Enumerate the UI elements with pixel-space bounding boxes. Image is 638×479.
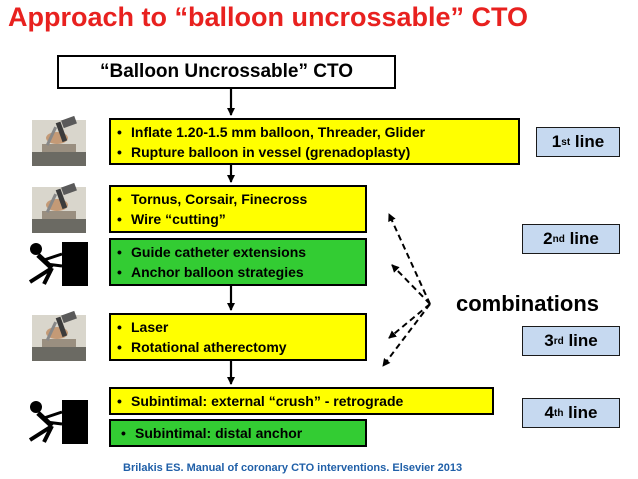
step-box-6: Subintimal: distal anchor — [109, 419, 367, 447]
step-3-item-1: Guide catheter extensions — [117, 242, 359, 262]
step-1-item-1: Inflate 1.20-1.5 mm balloon, Threader, G… — [117, 122, 512, 142]
step-box-1: Inflate 1.20-1.5 mm balloon, Threader, G… — [109, 118, 520, 165]
first-line-word: line — [574, 132, 605, 151]
step-5-item-1: Subintimal: external “crush” - retrograd… — [117, 391, 486, 411]
step-2-item-1: Tornus, Corsair, Finecross — [117, 189, 359, 209]
first-line-ordinal: 1 — [551, 132, 562, 151]
step-4-item-2: Rotational atherectomy — [117, 337, 359, 357]
first-line-suffix: st — [561, 136, 571, 148]
step-box-5: Subintimal: external “crush” - retrograd… — [109, 387, 494, 415]
combination-arrow-to-box-4 — [388, 303, 431, 339]
third-line-word: line — [568, 331, 598, 350]
third-line-suffix: rd — [553, 335, 564, 347]
reference-citation: Brilakis ES. Manual of coronary CTO inte… — [123, 462, 463, 474]
second-line-word: line — [569, 229, 599, 248]
combination-arrow-to-box-5 — [382, 303, 431, 367]
step-1-item-2: Rupture balloon in vessel (grenadoplasty… — [117, 142, 512, 162]
balloon-uncrossable-box: “Balloon Uncrossable” CTO — [57, 55, 396, 89]
pushing-figure-icon — [28, 242, 88, 286]
fourth-line-ordinal: 4 — [544, 403, 554, 422]
combination-arrow-to-box-2 — [388, 213, 431, 305]
page-title: Approach to “balloon uncrossable” CTO — [8, 2, 529, 32]
step-2-item-2: Wire “cutting” — [117, 209, 359, 229]
combinations-label: combinations — [456, 291, 600, 316]
step-box-2: Tornus, Corsair, Finecross Wire “cutting… — [109, 185, 367, 233]
fourth-line-word: line — [568, 403, 598, 422]
step-box-3: Guide catheter extensions Anchor balloon… — [109, 238, 367, 286]
third-line-ordinal: 3 — [544, 331, 554, 350]
step-3-item-2: Anchor balloon strategies — [117, 262, 359, 282]
hammer-chisel-icon — [32, 310, 86, 361]
step-6-item-1: Subintimal: distal anchor — [121, 423, 359, 443]
second-line-ordinal: 2 — [543, 229, 553, 248]
combination-arrows — [382, 213, 431, 367]
pushing-figure-icon — [28, 400, 88, 444]
hammer-chisel-icon — [32, 182, 86, 233]
combination-arrow-to-box-3 — [391, 264, 431, 305]
second-line-suffix: nd — [552, 233, 565, 245]
hammer-chisel-icon — [32, 115, 86, 166]
fourth-line-suffix: th — [553, 407, 564, 419]
step-4-item-1: Laser — [117, 317, 359, 337]
step-box-4: Laser Rotational atherectomy — [109, 313, 367, 361]
